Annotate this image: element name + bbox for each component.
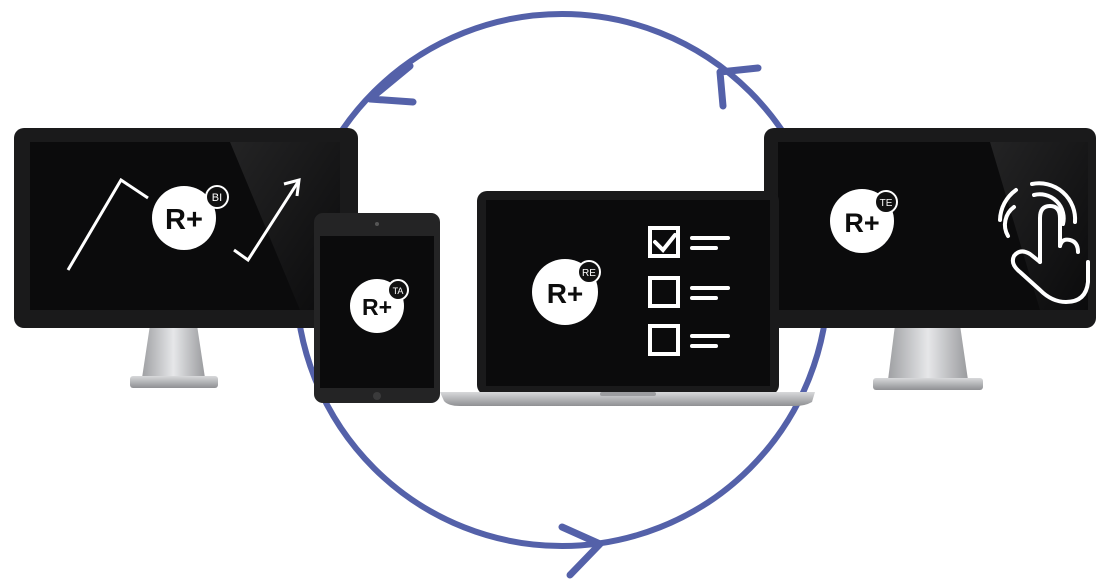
touch-hand-icon bbox=[998, 181, 1090, 304]
r-plus-logo: R+ RE bbox=[532, 259, 601, 325]
tablet: R+ TA bbox=[314, 213, 440, 403]
monitor-stand bbox=[888, 325, 968, 380]
arrow-head-bottom bbox=[558, 523, 604, 579]
r-plus-logo: R+ TE bbox=[830, 189, 898, 253]
home-button bbox=[373, 392, 381, 400]
logo-mark: R+ bbox=[844, 208, 879, 238]
logo-mark: R+ bbox=[362, 294, 392, 320]
logo-mark: R+ bbox=[547, 278, 584, 309]
arrow-head-top-right bbox=[716, 64, 762, 110]
trend-arrow-icon bbox=[233, 181, 300, 263]
checkbox-empty bbox=[648, 276, 680, 308]
module-badge-te: TE bbox=[880, 198, 893, 209]
laptop-screen bbox=[486, 200, 770, 386]
checklist-icon bbox=[648, 226, 730, 356]
module-badge-ta: TA bbox=[393, 286, 404, 296]
r-plus-logo: R+ TA bbox=[350, 279, 409, 333]
r-plus-logo: R+ BI bbox=[152, 185, 229, 250]
module-badge-bi: BI bbox=[212, 192, 222, 204]
monitor-base bbox=[130, 376, 218, 388]
monitor-base bbox=[873, 378, 983, 390]
module-badge-re: RE bbox=[582, 268, 596, 279]
logo-mark: R+ bbox=[165, 204, 203, 236]
monitor-stand bbox=[142, 325, 205, 378]
line-chart-icon bbox=[66, 177, 149, 271]
arrow-head-top-left bbox=[366, 62, 417, 106]
checkbox-empty bbox=[648, 324, 680, 356]
laptop-base bbox=[440, 392, 815, 406]
monitor-right: R+ TE bbox=[764, 128, 1096, 390]
laptop: R+ RE bbox=[440, 191, 815, 406]
checkbox-checked bbox=[648, 226, 680, 258]
monitor-left: R+ BI bbox=[14, 128, 358, 388]
